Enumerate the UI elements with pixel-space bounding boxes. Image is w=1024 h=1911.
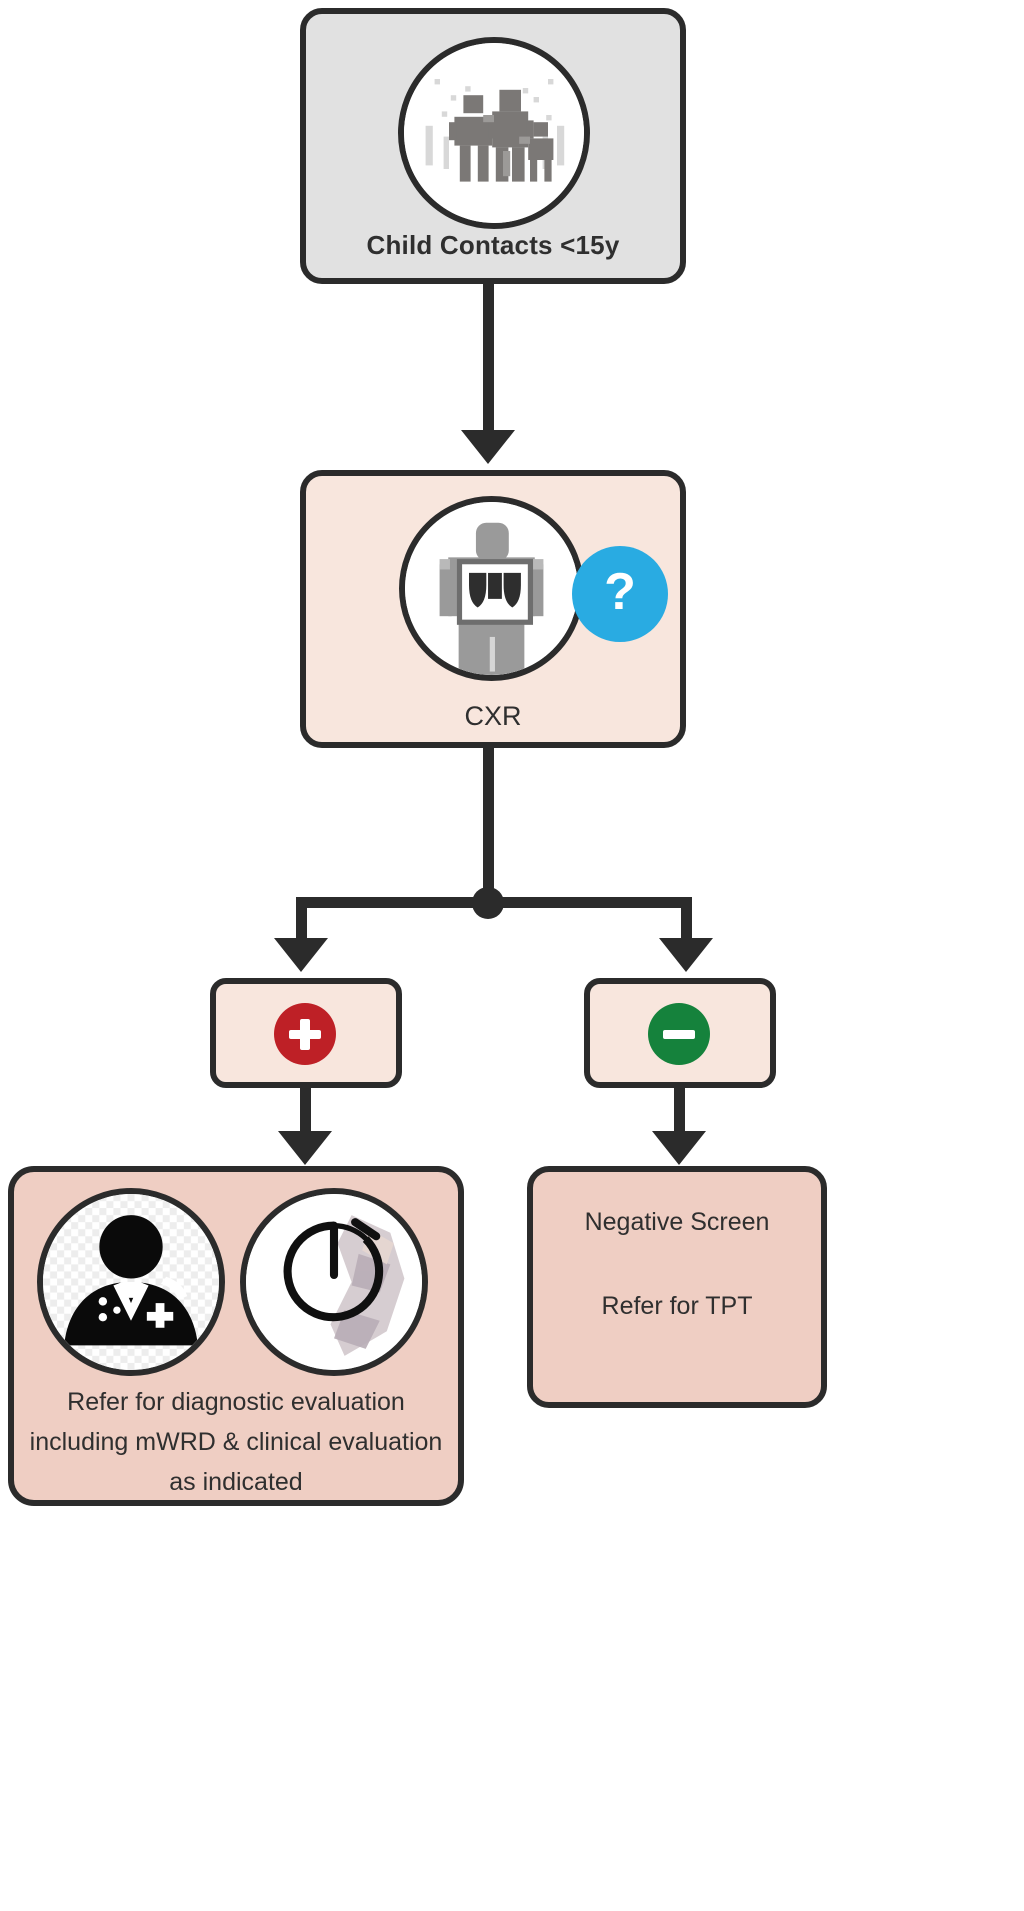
positive-badge (274, 1003, 336, 1065)
edge-start-to-cxr-arrow (461, 430, 515, 464)
negative-badge (648, 1003, 710, 1065)
node-refer-line1: Refer for diagnostic evaluation (67, 1388, 405, 1416)
node-negative-screen-line1: Negative Screen (584, 1208, 770, 1236)
edge-positive-to-refer-arrow (278, 1131, 332, 1165)
question-badge-label: ? (604, 563, 636, 621)
node-cxr-label: CXR (464, 701, 522, 731)
node-negative-screen-line2: Refer for TPT (601, 1292, 753, 1320)
split-bus-horizontal (296, 897, 692, 908)
negative-badge-horizontal-bar (663, 1030, 695, 1039)
node-refer-line2: including mWRD & clinical evaluation (29, 1428, 443, 1456)
family-group-icon (398, 37, 590, 229)
edge-split-left-line (296, 897, 307, 945)
positive-badge-vertical-bar (300, 1019, 310, 1050)
chest-xray-icon (399, 496, 584, 681)
node-child-contacts-label: Child Contacts <15y (366, 230, 620, 260)
edge-cxr-to-split-line (483, 748, 494, 908)
edge-split-left-arrow (274, 938, 328, 972)
doctor-stethoscope-icon (37, 1188, 225, 1376)
node-refer-line3: as indicated (169, 1468, 303, 1496)
question-badge: ? (572, 546, 668, 642)
edge-negative-to-screen-line (674, 1088, 685, 1138)
edge-split-right-arrow (659, 938, 713, 972)
clock-timer-icon (240, 1188, 428, 1376)
edge-start-to-cxr-line (483, 284, 494, 434)
edge-positive-to-refer-line (300, 1088, 311, 1138)
node-negative-screen[interactable] (527, 1166, 827, 1408)
edge-split-right-line (681, 897, 692, 945)
edge-negative-to-screen-arrow (652, 1131, 706, 1165)
